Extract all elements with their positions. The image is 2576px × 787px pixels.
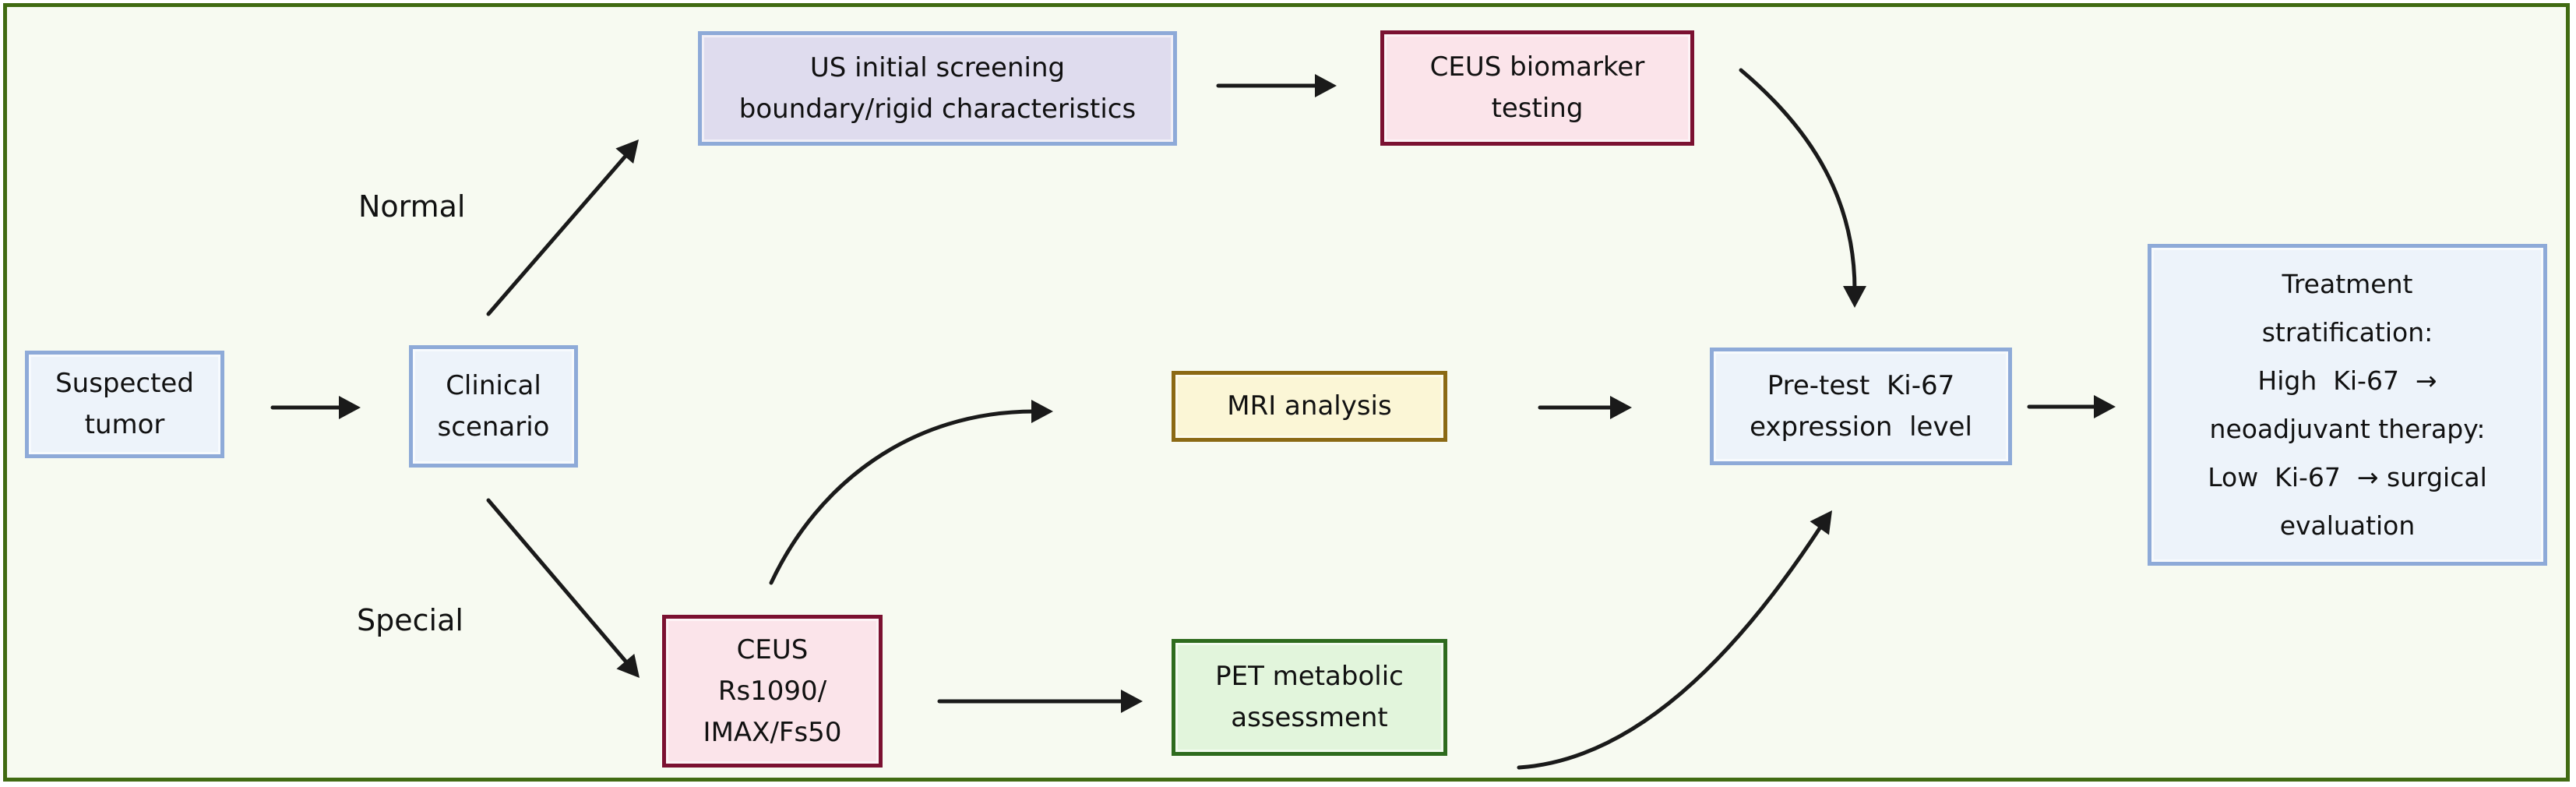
node-text-line: boundary/rigid characteristics: [738, 93, 1136, 125]
node-text-line: IMAX/Fs50: [703, 716, 842, 748]
node-text-line: Clinical: [446, 369, 541, 401]
node-text-line: assessment: [1231, 702, 1388, 733]
node-text-line: evaluation: [2279, 510, 2416, 541]
node-text-line: PET metabolic: [1215, 661, 1404, 692]
node-text-line: Low Ki-67 → surgical: [2208, 461, 2487, 492]
node-text-line: neoadjuvant therapy:: [2209, 413, 2486, 444]
node-pretest-ki67-expression: Pre-test Ki-67 expression level: [1710, 348, 2012, 465]
node-ceus-rs1090-imax-fs50: CEUS Rs1090/ IMAX/Fs50: [662, 615, 883, 768]
node-text-line: expression level: [1750, 411, 1972, 443]
node-text-line: CEUS biomarker: [1429, 51, 1645, 83]
node-text-line: CEUS: [736, 633, 809, 665]
node-text-line: tumor: [84, 409, 165, 440]
node-text-line: Pre-test Ki-67: [1767, 369, 1955, 401]
node-mri-analysis: MRI analysis: [1172, 371, 1447, 442]
edge-label-special: Special: [357, 603, 463, 637]
node-text-line: US initial screening: [809, 51, 1066, 83]
node-text-line: testing: [1491, 93, 1584, 124]
node-text-line: Suspected: [55, 368, 194, 399]
node-text-line: Treatment: [2282, 268, 2413, 299]
node-clinical-scenario: Clinical scenario: [409, 345, 578, 468]
node-text-line: scenario: [437, 411, 550, 443]
edge-label-normal: Normal: [358, 189, 466, 224]
node-text-line: Rs1090/: [717, 675, 827, 707]
node-text-line: stratification:: [2261, 316, 2433, 348]
node-text-line: High Ki-67 →: [2257, 365, 2437, 396]
node-us-initial-screening: US initial screening boundary/rigid char…: [698, 31, 1177, 146]
node-text-line: MRI analysis: [1227, 390, 1392, 422]
node-pet-metabolic-assessment: PET metabolic assessment: [1172, 639, 1447, 756]
node-suspected-tumor: Suspected tumor: [25, 351, 224, 458]
node-treatment-stratification: Treatment stratification: High Ki-67 → n…: [2148, 244, 2547, 566]
node-ceus-biomarker-testing: CEUS biomarker testing: [1380, 30, 1694, 146]
